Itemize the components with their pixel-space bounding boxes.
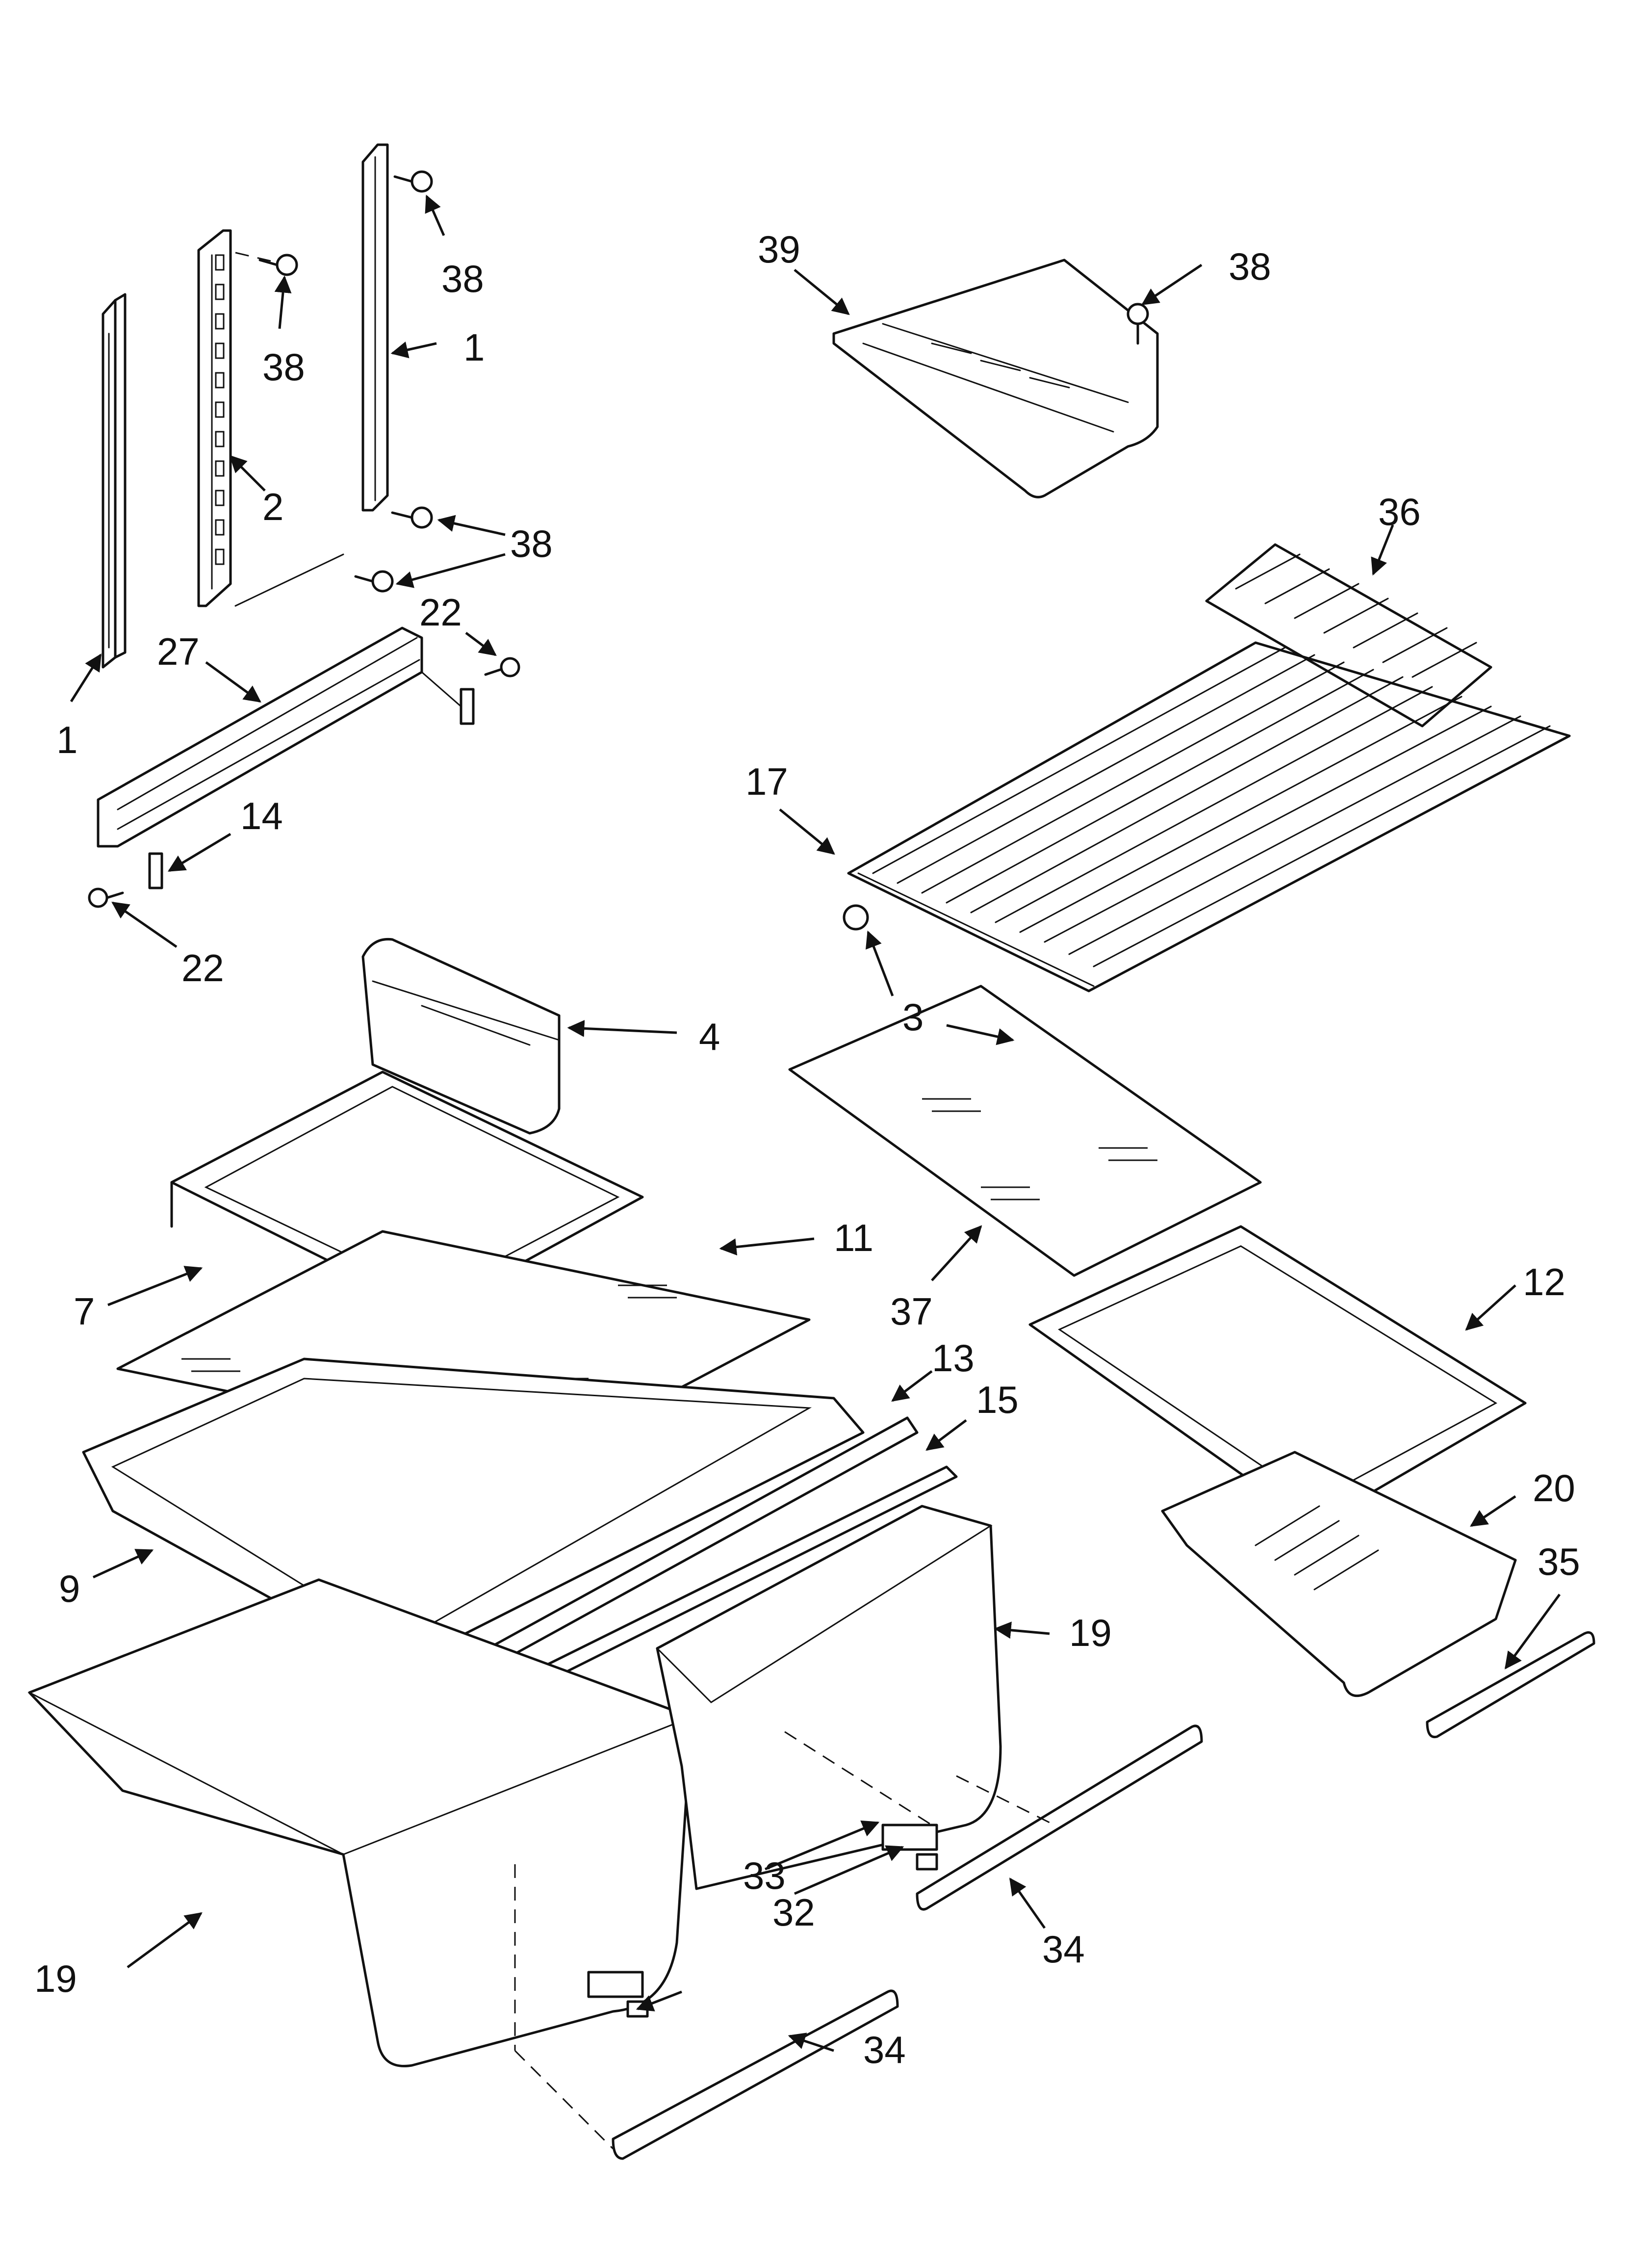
callout-38-top-right: 38 <box>441 257 484 300</box>
callout-17: 17 <box>745 760 788 803</box>
callout-35: 35 <box>1538 1540 1580 1583</box>
screw-38-rail-right-bottom <box>391 506 433 529</box>
callout-39: 39 <box>758 228 800 271</box>
callout-19-left: 19 <box>34 1957 77 2000</box>
callout-32: 32 <box>772 1891 815 1934</box>
callout-9: 9 <box>59 1567 80 1610</box>
clip-33-left <box>587 1971 644 1998</box>
callout-38-top-center: 38 <box>262 345 305 389</box>
tray-39 <box>832 259 1159 498</box>
callout-33: 33 <box>743 1854 786 1897</box>
callout-3: 3 <box>902 995 924 1039</box>
callout-12: 12 <box>1523 1260 1565 1303</box>
shelf-rail-center <box>197 229 232 607</box>
screw-38-top-center <box>258 254 298 276</box>
crisper-trim-34-right <box>916 1724 1203 1911</box>
callout-38-tray: 38 <box>1229 245 1271 288</box>
callout-11: 11 <box>834 1216 873 1259</box>
screw-38-tray <box>1127 303 1149 345</box>
screw-38-top-right <box>393 170 433 193</box>
callout-34-bottom: 34 <box>863 2028 906 2071</box>
glass-shelf-37 <box>788 985 1262 1277</box>
callout-38-right-rail: 38 <box>510 522 553 565</box>
callout-1-upper: 1 <box>463 326 485 369</box>
screw-22-right <box>484 657 520 678</box>
clip-14-right <box>460 688 475 725</box>
callout-36: 36 <box>1378 490 1421 533</box>
ice-tray-36 <box>1205 543 1492 728</box>
callout-22-upper: 22 <box>419 591 462 634</box>
shelf-rail-left <box>102 293 127 669</box>
clip-33-right <box>881 1824 938 1851</box>
screw-22-left <box>88 887 124 908</box>
callout-4: 4 <box>699 1015 720 1058</box>
wire-shelf-17 <box>847 641 1571 992</box>
crisper-drawer-19-right <box>656 1505 1002 1890</box>
leader-lines <box>70 194 1561 2052</box>
clip-14-left <box>148 852 163 889</box>
callout-27: 27 <box>157 630 200 673</box>
callout-37: 37 <box>890 1290 933 1333</box>
callout-15: 15 <box>976 1378 1019 1421</box>
callout-22-lower: 22 <box>181 946 224 990</box>
door-bin-4 <box>361 938 561 1135</box>
drawer-frame-12 <box>1028 1225 1527 1527</box>
callout-19-right: 19 <box>1069 1611 1112 1654</box>
callout-13: 13 <box>932 1336 975 1380</box>
shelf-rail-right <box>361 143 389 512</box>
callout-14: 14 <box>240 794 283 837</box>
drawer-trim-35 <box>1426 1631 1595 1739</box>
meat-drawer-20 <box>1161 1451 1517 1697</box>
callout-1-lower: 1 <box>56 718 77 761</box>
callout-labels: 38 38 38 38 1 1 2 22 22 27 14 4 11 7 13 … <box>34 228 1580 2071</box>
screw-38-rail-center-bottom <box>354 570 394 593</box>
callout-20: 20 <box>1533 1466 1575 1510</box>
crisper-cover-9 <box>82 1357 865 1669</box>
callout-2: 2 <box>262 485 283 528</box>
callout-34-right: 34 <box>1042 1928 1085 1971</box>
clip-32-right <box>916 1853 938 1871</box>
crisper-trim-34-bottom <box>612 1989 899 2160</box>
callout-7: 7 <box>74 1290 95 1333</box>
stop-button-3-upper <box>843 904 869 931</box>
